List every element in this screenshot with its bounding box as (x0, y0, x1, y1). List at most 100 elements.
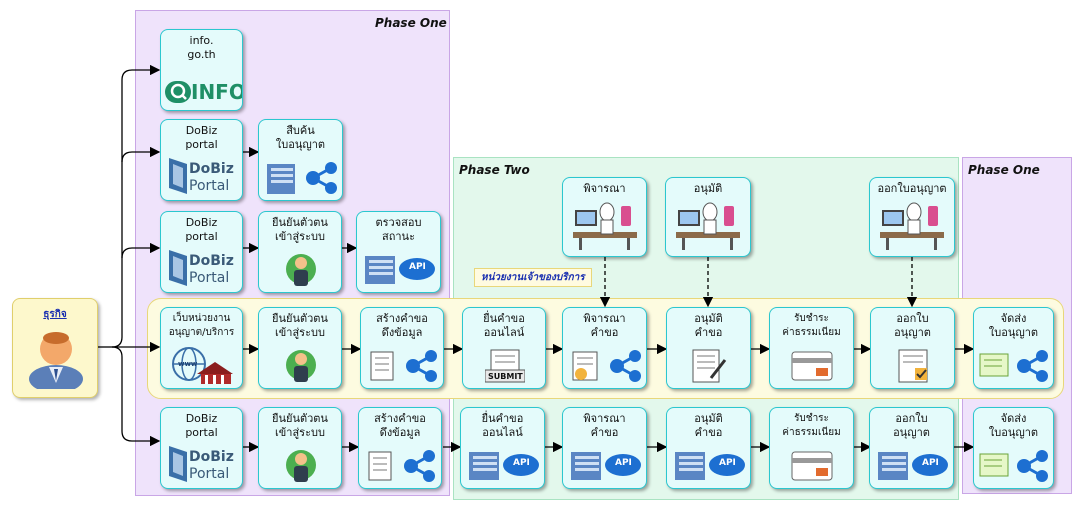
approve-request-box-row4[interactable]: อนุมัติ คำขอ (666, 307, 751, 389)
business-actor-label: ธุรกิจ (43, 309, 67, 320)
officer-review-label: พิจารณา (583, 182, 626, 195)
officer-review-box[interactable]: พิจารณา (562, 177, 647, 257)
api-tag: API (513, 458, 530, 468)
identity-user-icon (286, 254, 316, 286)
review-request-box-row5[interactable]: พิจารณา คำขอ API (562, 407, 647, 489)
identity-user-icon (286, 450, 316, 482)
submit-online-box-row4[interactable]: ยื่นคำขอ ออนไลน์ SUBMIT (462, 307, 546, 389)
pay-fee-box-row4[interactable]: รับชำระ ค่าธรรมเนียม (769, 307, 854, 389)
send-license-label: จัดส่ง ใบอนุญาต (988, 312, 1039, 339)
submit-online-label: ยื่นคำขอ ออนไลน์ (483, 312, 525, 339)
officer-desk-icon (880, 202, 944, 250)
approve-document-icon (692, 349, 727, 383)
identity-login-box-row4[interactable]: ยืนยันตัวตน เข้าสู่ระบบ (258, 307, 342, 389)
search-license-label: สืบค้น ใบอนุญาต (275, 124, 326, 151)
business-actor[interactable]: ธุรกิจ (12, 298, 98, 398)
agency-website-box[interactable]: เว็บหน่วยงาน อนุญาต/บริการ www (160, 307, 243, 389)
issue-license-label: ออกใบ อนุญาต (894, 312, 931, 339)
issue-license-label: ออกใบ อนุญาต (893, 412, 930, 439)
info-go-th-box[interactable]: info. go.th INFO (160, 29, 243, 111)
dobiz-portal-box-row2[interactable]: DoBiz portal DoBiz Portal (160, 119, 243, 201)
officer-issue-license-box[interactable]: ออกใบอนุญาต (869, 177, 955, 257)
dobiz-logo-bottom: Portal (189, 270, 230, 286)
dobiz-portal-box-row5[interactable]: DoBiz portal DoBiz Portal (160, 407, 243, 489)
dobiz-logo-top: DoBiz (189, 449, 234, 465)
info-logo-text: INFO (191, 80, 243, 104)
officer-approve-label: อนุมัติ (693, 182, 723, 195)
www-tag: www (178, 360, 198, 368)
form-share-icon (368, 450, 435, 482)
review-request-box-row4[interactable]: พิจารณา คำขอ (562, 307, 647, 389)
submit-online-label: ยื่นคำขอ ออนไลน์ (481, 412, 524, 439)
pay-fee-label: รับชำระ ค่าธรรมเนียม (782, 413, 841, 438)
server-api-icon (675, 452, 745, 480)
identity-login-label: ยืนยันตัวตน เข้าสู่ระบบ (272, 312, 328, 339)
create-request-box-row5[interactable]: สร้างคำขอ ดึงข้อมูล (358, 407, 442, 489)
issue-license-icon (898, 349, 928, 383)
create-request-label: สร้างคำขอ ดึงข้อมูล (374, 412, 426, 439)
server-api-icon (469, 452, 539, 480)
web-government-icon (172, 347, 233, 384)
dobiz-logo-bottom: Portal (189, 466, 230, 482)
dobiz-portal-box-row3[interactable]: DoBiz portal DoBiz Portal (160, 211, 243, 293)
payment-card-icon (791, 351, 833, 381)
phase-one-title: Phase One (375, 16, 447, 30)
officer-approve-box[interactable]: อนุมัติ (665, 177, 751, 257)
dobiz-logo-top: DoBiz (189, 253, 234, 269)
pay-fee-box-row5[interactable]: รับชำระ ค่าธรรมเนียม (769, 407, 854, 489)
phase-one-right-title: Phase One (968, 163, 1040, 177)
review-request-label: พิจารณา คำขอ (583, 312, 626, 339)
approve-request-label: อนุมัติ คำขอ (694, 312, 723, 339)
dobiz-portal-label: DoBiz portal (185, 124, 218, 151)
issue-license-box-row5[interactable]: ออกใบ อนุญาต API (869, 407, 954, 489)
submit-online-box-row5[interactable]: ยื่นคำขอ ออนไลน์ API (460, 407, 545, 489)
dobiz-logo-top: DoBiz (189, 161, 234, 177)
identity-login-label: ยืนยันตัวตน เข้าสู่ระบบ (272, 412, 328, 439)
dobiz-portal-label: DoBiz portal (185, 216, 218, 243)
server-share-icon (267, 162, 337, 194)
api-tag: API (719, 458, 736, 468)
approve-request-label: อนุมัติ คำขอ (694, 412, 723, 439)
identity-login-box-row3[interactable]: ยืนยันตัวตน เข้าสู่ระบบ (258, 211, 342, 293)
info-go-th-label: info. go.th (187, 34, 216, 61)
officer-desk-icon (676, 202, 740, 250)
officer-issue-license-label: ออกใบอนุญาต (877, 182, 947, 195)
api-tag: API (409, 262, 426, 272)
dobiz-logo-bottom: Portal (189, 178, 230, 194)
agency-website-label: เว็บหน่วยงาน อนุญาต/บริการ (168, 313, 235, 338)
review-share-icon (572, 350, 641, 382)
identity-user-icon (286, 350, 316, 382)
check-status-box[interactable]: ตรวจสอบ สถานะ API (356, 211, 441, 293)
create-request-label: สร้างคำขอ ดึงข้อมูล (376, 312, 428, 339)
phase-two-title: Phase Two (459, 163, 530, 177)
create-request-box-row4[interactable]: สร้างคำขอ ดึงข้อมูล (360, 307, 444, 389)
send-license-box-row5[interactable]: จัดส่ง ใบอนุญาต (973, 407, 1054, 489)
payment-card-icon (791, 451, 833, 481)
dobiz-portal-label: DoBiz portal (185, 412, 218, 439)
identity-login-box-row5[interactable]: ยืนยันตัวตน เข้าสู่ระบบ (258, 407, 342, 489)
dobiz-logo-icon (169, 158, 187, 194)
server-api-icon (365, 256, 435, 284)
service-agency-label: หน่วยงานเจ้าของบริการ (474, 268, 592, 287)
dobiz-logo-icon (169, 250, 187, 286)
approve-request-box-row5[interactable]: อนุมัติ คำขอ API (666, 407, 751, 489)
review-request-label: พิจารณา คำขอ (583, 412, 626, 439)
dobiz-logo-icon (169, 446, 187, 482)
send-license-share-icon (979, 450, 1048, 482)
server-api-icon (571, 452, 641, 480)
pay-fee-label: รับชำระ ค่าธรรมเนียม (782, 313, 841, 338)
api-tag: API (615, 458, 632, 468)
form-share-icon (370, 350, 437, 382)
send-license-share-icon (979, 350, 1048, 382)
info-search-icon (165, 81, 191, 103)
identity-login-label: ยืนยันตัวตน เข้าสู่ระบบ (272, 216, 328, 243)
api-tag: API (922, 458, 939, 468)
submit-form-icon (485, 349, 525, 383)
officer-desk-icon (573, 202, 637, 250)
check-status-label: ตรวจสอบ สถานะ (375, 216, 422, 243)
issue-license-box-row4[interactable]: ออกใบ อนุญาต (870, 307, 955, 389)
send-license-box-row4[interactable]: จัดส่ง ใบอนุญาต (973, 307, 1054, 389)
search-license-box[interactable]: สืบค้น ใบอนุญาต (258, 119, 343, 201)
send-license-label: จัดส่ง ใบอนุญาต (988, 412, 1039, 439)
